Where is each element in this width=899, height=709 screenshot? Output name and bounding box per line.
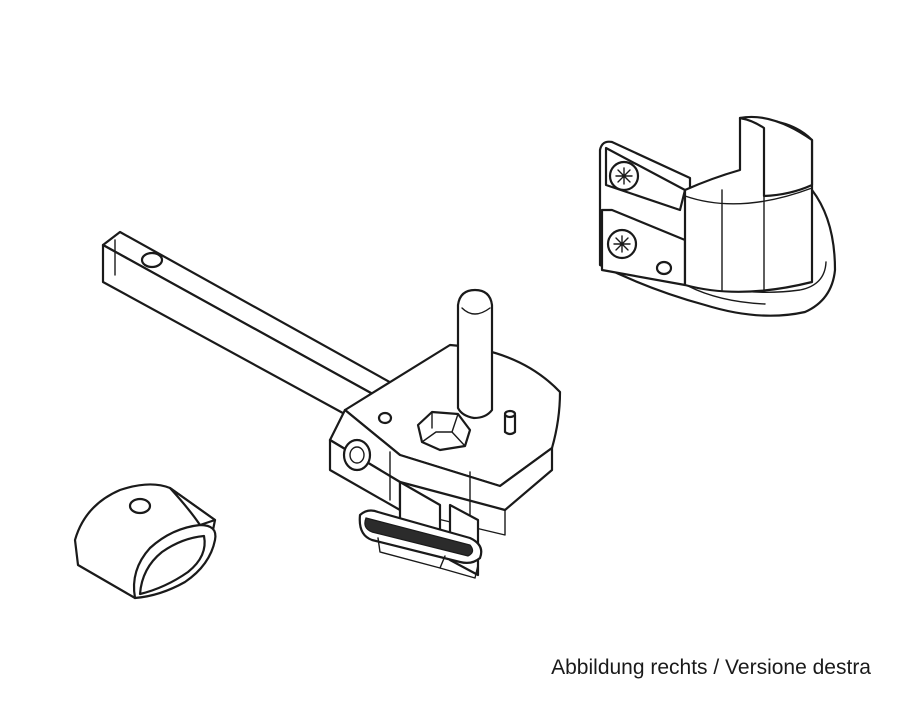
clamp-bracket bbox=[598, 115, 837, 317]
saddle-piece bbox=[73, 483, 217, 600]
caption: Abbildung rechts / Versione destra bbox=[551, 656, 871, 679]
lever-arm-assembly bbox=[101, 230, 562, 579]
